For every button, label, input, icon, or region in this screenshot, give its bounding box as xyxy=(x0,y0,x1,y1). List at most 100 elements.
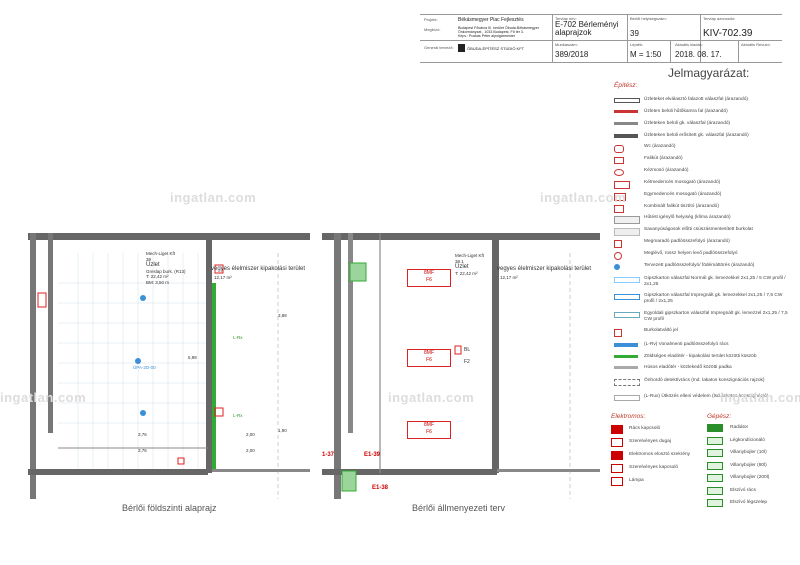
revision-label: Aktuális Revízió: xyxy=(741,42,771,47)
legend-mech-icon xyxy=(707,486,723,495)
right-room-name: Üzlet xyxy=(455,264,469,270)
client-line-1: Budapest Főváros III. kerület Óbuda-Béká… xyxy=(458,26,539,30)
project-name: Békásmegyer Piac Fejlesztés xyxy=(458,17,524,23)
legend-item: (L-Rux) Ütközés elleni védelem (lsd. lak… xyxy=(644,394,769,399)
legend-item: Savanyúságosok előtti csúszásmentesített… xyxy=(644,227,753,232)
right-room-area: T: 22,42 m² xyxy=(455,270,478,276)
legend-item: Gipszkarton válaszfal Impregnált gk. lem… xyxy=(644,293,783,304)
legend-item: Gipszkarton válaszfal Normál gk. lemezek… xyxy=(644,276,786,287)
ground-floor-plan: Mech-Liget Kft 39 Üzlet Greslap burk. (R… xyxy=(28,233,310,499)
dim-right-4: 1,90 xyxy=(278,428,287,433)
designer-label: Generál tervező: xyxy=(424,45,454,50)
legend-elec-item: Szerelvényes dugaj xyxy=(629,439,671,444)
plan-name-label: Tervlap név: xyxy=(555,16,577,21)
legend-swatch xyxy=(614,312,640,318)
legend-swatch xyxy=(614,98,640,103)
legend-item: Üzleteken belüli erősített gk. válaszfal… xyxy=(644,133,749,138)
legend-swatch xyxy=(614,252,622,260)
left-room-number: 39 xyxy=(146,256,152,262)
legend-item: Üzleten belüli hűtőkamra fal (árazandó) xyxy=(644,109,728,114)
legend-item: Zöldséges eladótér - kipakolási terület … xyxy=(644,354,757,359)
right-room-number: 39.1 xyxy=(455,258,464,264)
legend-swatch xyxy=(614,329,622,337)
dim-width-2: 3,76 xyxy=(138,448,147,453)
date-label: Aktuális kiadás: xyxy=(675,42,703,47)
watermark-4: ingatlan.com xyxy=(388,390,475,405)
legend-mech-item: Villanybojler (10l) xyxy=(730,450,767,455)
light-fixture-1-code: F6 xyxy=(426,277,432,283)
tag-l-rx-1: L-Rx xyxy=(233,335,243,340)
legend-item: Üzleteket elválasztó falazott válaszfal … xyxy=(644,97,748,102)
legend-item: Kézmosó (árazandó) xyxy=(644,168,689,173)
ceiling-code: F2 xyxy=(464,359,470,365)
legend-swatch xyxy=(614,264,620,270)
legend-mech-icon xyxy=(707,461,723,470)
legend-item: Meglévő, rossz helyen levő padlóösszefol… xyxy=(644,251,738,256)
legend-section-building: Építész: xyxy=(614,82,638,89)
client-line-2: Önkormányzat , 1033 Budapest, Fő tér 3. xyxy=(458,30,524,34)
light-fixture-3-code: F6 xyxy=(426,429,432,435)
plan-name: E-702 Bérleményi alaprajzok xyxy=(555,20,619,37)
left-room-area: T: 22,42 m² xyxy=(146,274,169,279)
legend-item: Kétmedencés mosogató (árazandó) xyxy=(644,180,721,185)
legend-elec-item: Szerelvényes kapcsoló xyxy=(629,465,679,470)
plan-no-label: Tervlap azonosító: xyxy=(703,16,736,21)
rental-no-label: Bérlői helyiségszám: xyxy=(630,16,667,21)
tag-l-rx-2: L-Rx xyxy=(233,413,243,418)
section-mark-1: 1-37 xyxy=(322,452,335,458)
legend-item: Burkolatváltó jel xyxy=(644,328,678,333)
legend-swatch xyxy=(614,294,640,300)
left-room-name: Üzlet xyxy=(146,262,160,268)
legend-mech-icon xyxy=(707,449,723,457)
legend-mech-item: Elszívó rács xyxy=(730,487,756,493)
scale-label: Lépték: xyxy=(630,42,644,47)
legend-mech-item: Radiátor xyxy=(730,425,749,430)
left-room-tenant: Mech-Liget Kft xyxy=(146,251,176,256)
legend-swatch xyxy=(614,216,640,224)
legend-swatch xyxy=(614,169,624,176)
legend-swatch xyxy=(614,122,638,125)
legend-swatch xyxy=(614,366,638,369)
watermark-3: ingatlan.com xyxy=(540,190,627,205)
client-line-3: Képv.: Puskás Péter alpolgármester xyxy=(458,34,516,38)
legend-item: Wc (árazandó) xyxy=(644,144,676,149)
ceiling-mark: BL xyxy=(464,347,471,353)
rental-no: 39 xyxy=(630,29,639,38)
legend-elec-item: Lámpa xyxy=(629,478,644,483)
section-mark-3: E1-38 xyxy=(372,485,389,491)
legend-swatch xyxy=(614,240,622,248)
legend-swatch xyxy=(614,145,624,153)
dim-right-2: 2,00 xyxy=(246,432,255,437)
legend-section-electrical: Elektromos: xyxy=(611,413,646,420)
legend-swatch xyxy=(614,277,640,283)
legend-item: (L-Rv) Vonalmenti padlóösszefolyó rács xyxy=(644,342,729,347)
legend-swatch xyxy=(614,110,638,113)
legend-swatch xyxy=(614,157,624,164)
legend-swatch xyxy=(614,181,630,189)
date: 2018. 08. 17. xyxy=(675,50,722,59)
legend-elec-item: Rács kapcsoló xyxy=(629,426,661,431)
light-fixture-1-label: 8MF xyxy=(424,270,434,276)
legend-swatch xyxy=(614,193,626,201)
light-fixture-1: 8MF F6 xyxy=(407,269,451,287)
light-fixture-2: 8MF F6 xyxy=(407,349,451,367)
legend-elec-icon xyxy=(611,451,623,460)
left-room-floor: Greslap burk. (R13) xyxy=(146,268,186,274)
legend-elec-icon xyxy=(611,425,623,434)
right-plan-caption: Bérlői állmenyezeti terv xyxy=(412,503,506,513)
left-neighbor-area: 12,17 m² xyxy=(214,275,232,280)
job-no: 389/2018 xyxy=(555,50,589,59)
legend-item: Egymedencés mosogató (árazandó) xyxy=(644,192,722,197)
light-fixture-3: 8MF F6 xyxy=(407,421,451,439)
legend-item: Tervezett padlóösszefolyó/ födémáttörés … xyxy=(644,263,755,268)
legend-mech-icon xyxy=(707,424,723,432)
right-neighbor-label: vegyes élelmiszer kipakolási terület xyxy=(497,266,592,272)
legend-swatch xyxy=(614,205,624,213)
legend-item: Önhordó detektívrács (Ind. lakatos konsz… xyxy=(644,378,765,383)
legend-mech-icon xyxy=(707,436,723,445)
legend-mech-icon xyxy=(707,499,723,507)
section-mark-2: E1-39 xyxy=(364,452,381,458)
watermark-1: ingatlan.com xyxy=(170,190,257,205)
legend-mech-icon xyxy=(707,474,723,482)
legend-elec-icon xyxy=(611,464,623,473)
